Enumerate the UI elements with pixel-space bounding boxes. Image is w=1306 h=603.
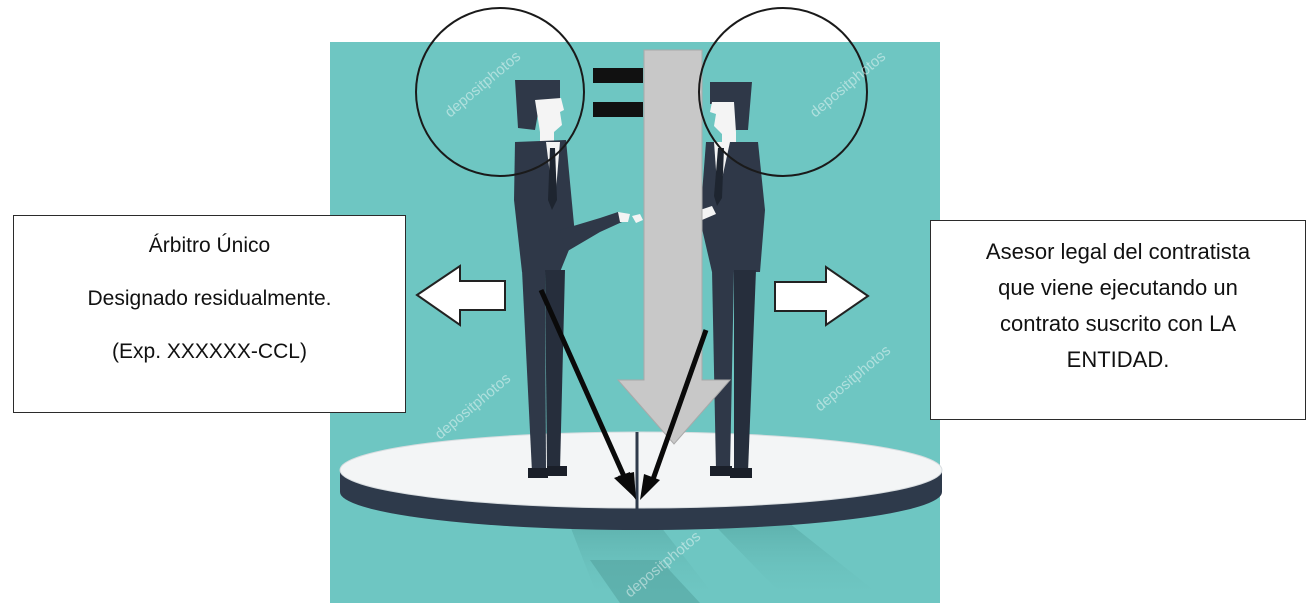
left-box-line-3: (Exp. XXXXXX-CCL)	[14, 340, 405, 364]
right-label-box: Asesor legal del contratista que viene e…	[930, 220, 1306, 420]
right-box-line-1: Asesor legal del contratista	[931, 235, 1305, 268]
left-box-line-1: Árbitro Único	[14, 234, 405, 258]
left-label-box: Árbitro Único Designado residualmente. (…	[13, 215, 406, 413]
right-box-line-3: contrato suscrito con LA	[931, 307, 1305, 340]
right-box-line-2: que viene ejecutando un	[931, 271, 1305, 304]
right-box-line-4: ENTIDAD.	[931, 343, 1305, 376]
left-box-line-2: Designado residualmente.	[14, 287, 405, 311]
platform	[340, 432, 942, 530]
